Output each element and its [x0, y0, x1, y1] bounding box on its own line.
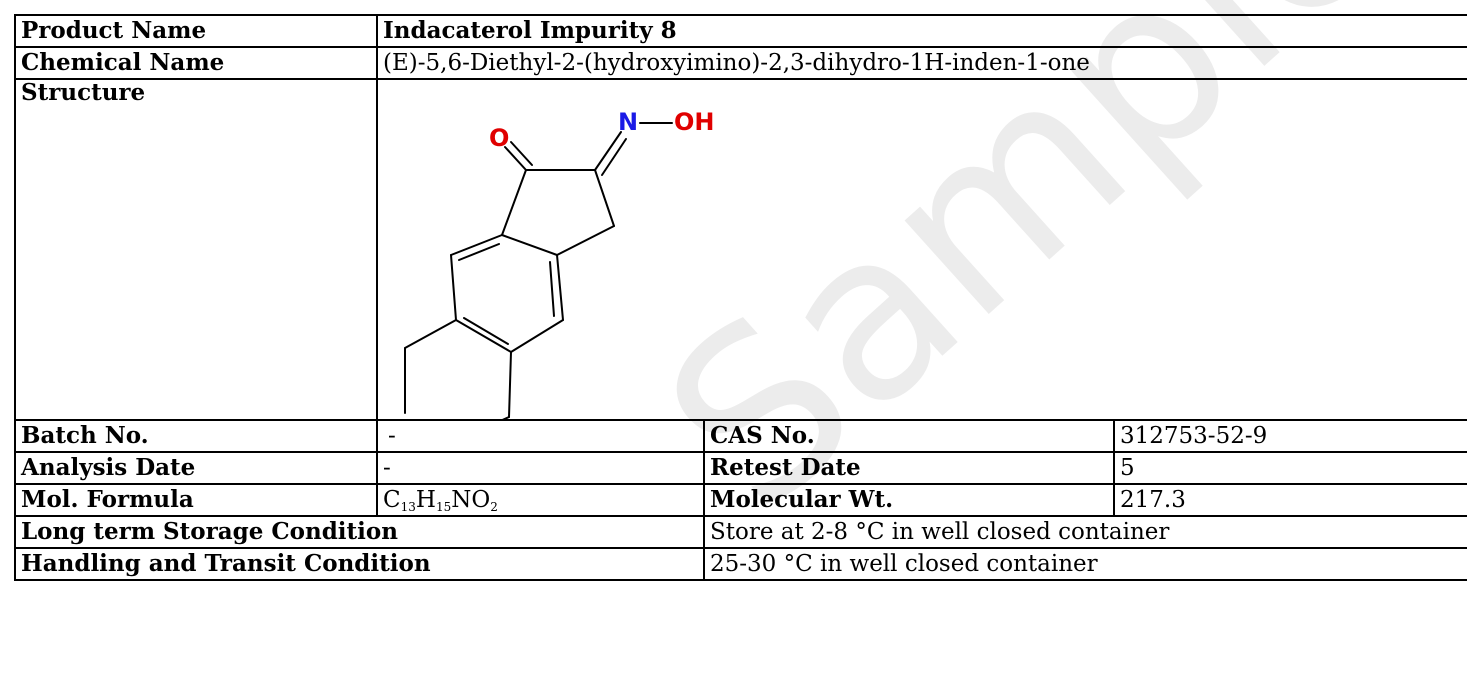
hydroxyl-group: OH [674, 108, 715, 136]
storage-condition-value: Store at 2-8 °C in well closed container [703, 515, 1467, 549]
cas-no-label: CAS No. [703, 419, 1115, 453]
molecular-wt-label: Molecular Wt. [703, 483, 1115, 517]
row-chemical-name: Chemical Name (E)-5,6-Diethyl-2-(hydroxy… [14, 46, 1467, 80]
coa-table: Product Name Indacaterol Impurity 8 Chem… [14, 14, 1467, 581]
batch-no-label: Batch No. [14, 419, 378, 453]
molecular-wt-value: 217.3 [1113, 483, 1467, 517]
batch-no-value: - [376, 419, 705, 453]
cas-no-value: 312753-52-9 [1113, 419, 1467, 453]
row-handling: Handling and Transit Condition 25-30 °C … [14, 547, 1467, 581]
structure-cell: O N OH [376, 78, 1467, 421]
mol-formula-value: C13H15NO2 [376, 483, 705, 517]
storage-condition-label: Long term Storage Condition [14, 515, 705, 549]
analysis-date-label: Analysis Date [14, 451, 378, 485]
retest-date-label: Retest Date [703, 451, 1115, 485]
chemical-name-label: Chemical Name [14, 46, 378, 80]
structure-label: Structure [14, 78, 378, 421]
formula-el-o: O [471, 486, 491, 513]
formula-n-c: 13 [400, 499, 416, 514]
formula-n-h: 15 [435, 499, 452, 514]
handling-condition-value: 25-30 °C in well closed container [703, 547, 1467, 581]
retest-date-value: 5 [1113, 451, 1467, 485]
formula-el-h: H [415, 486, 436, 513]
nitrogen-atom: N [618, 108, 638, 136]
chemical-name-value: (E)-5,6-Diethyl-2-(hydroxyimino)-2,3-dih… [376, 46, 1467, 80]
row-storage: Long term Storage Condition Store at 2-8… [14, 515, 1467, 549]
formula-el-c: C [383, 486, 401, 513]
row-batch-cas: Batch No. - CAS No. 312753-52-9 [14, 419, 1467, 453]
product-name-value: Indacaterol Impurity 8 [376, 14, 1467, 48]
row-analysis-retest: Analysis Date - Retest Date 5 [14, 451, 1467, 485]
formula-n-o: 2 [490, 499, 498, 514]
structure-diagram: O N OH [404, 108, 715, 418]
row-structure: Structure [14, 78, 1467, 421]
handling-condition-label: Handling and Transit Condition [14, 547, 705, 581]
mol-formula-label: Mol. Formula [14, 483, 378, 517]
row-formula-mw: Mol. Formula C13H15NO2 Molecular Wt. 217… [14, 483, 1467, 517]
analysis-date-value: - [376, 451, 705, 485]
formula-el-n: N [451, 486, 472, 513]
oxygen-atom: O [489, 124, 509, 152]
product-name-label: Product Name [14, 14, 378, 48]
row-product-name: Product Name Indacaterol Impurity 8 [14, 14, 1467, 48]
